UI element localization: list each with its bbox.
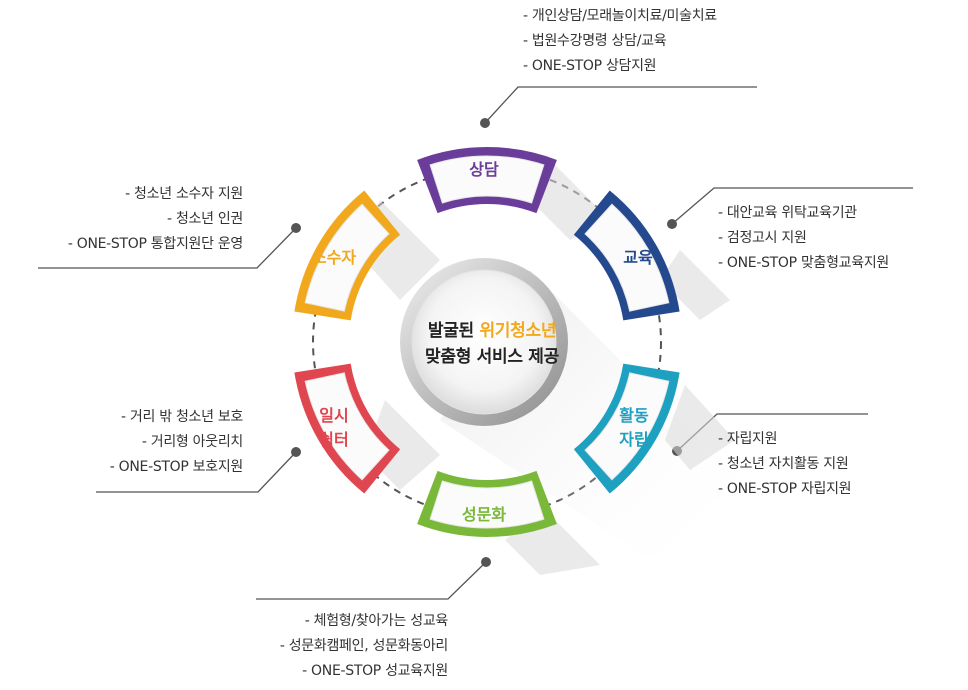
sex-culture-item: - 체험형/찾아가는 성교육: [304, 613, 449, 629]
activity-item: - 청소년 자치활동 지원: [718, 456, 849, 472]
center-line2: 맞춤형 서비스 제공: [425, 347, 559, 367]
connector-shelter: [96, 451, 297, 493]
minority-item: - 청소년 소수자 지원: [125, 186, 243, 202]
segment-sex_culture-face: [429, 480, 545, 529]
connector-sex-culture: [256, 561, 487, 600]
segment-label-sex-culture: 성문화: [461, 505, 507, 524]
segment-label-counsel: 상담: [469, 160, 499, 179]
segment-label-shelter: 일시 쉼터: [274, 404, 394, 452]
sex-culture-item: - 성문화캠페인, 성문화동아리: [279, 638, 448, 654]
minority-item: - ONE-STOP 통합지원단 운영: [67, 236, 243, 252]
segment-label-shelter-line1: 일시: [319, 406, 349, 425]
segment-edu-face: [584, 203, 670, 312]
counsel-item: - 개인상담/모래놀이치료/미술치료: [523, 8, 717, 24]
shelter-item: - ONE-STOP 보호지원: [109, 459, 244, 475]
center-line1-prefix: 발굴된: [427, 321, 480, 341]
segment-label-minority: 소수자: [311, 248, 357, 267]
segment-activity-face: [584, 372, 670, 481]
connector-minority: [38, 227, 297, 269]
text-block-counsel: - 개인상담/모래놀이치료/미술치료 - 법원수강명령 상담/교육 - ONE-…: [523, 4, 717, 79]
text-block-minority: - 청소년 소수자 지원 - 청소년 인권 - ONE-STOP 통합지원단 운…: [68, 182, 243, 257]
segment-label-shelter-line2: 쉼터: [319, 430, 349, 449]
counsel-item: - ONE-STOP 상담지원: [523, 58, 657, 74]
text-block-edu: - 대안교육 위탁교육기관 - 검정고시 지원 - ONE-STOP 맞춤형교육…: [718, 201, 889, 276]
segment-shelter-face: [304, 372, 390, 481]
minority-item: - 청소년 인권: [167, 211, 243, 227]
connector-counsel: [484, 86, 757, 124]
center-line1-highlight: 위기청소년: [479, 321, 557, 341]
connector-lines: [38, 86, 913, 600]
segment-label-activity: 활동 자립: [574, 404, 694, 452]
counsel-item: - 법원수강명령 상담/교육: [523, 33, 667, 49]
edu-item: - 검정고시 지원: [718, 230, 807, 246]
activity-item: - ONE-STOP 자립지원: [718, 481, 852, 497]
segment-counsel-face: [429, 155, 545, 204]
text-block-activity: - 자립지원 - 청소년 자치활동 지원 - ONE-STOP 자립지원: [718, 427, 852, 502]
connector-edu: [671, 187, 913, 225]
segments: [294, 147, 680, 537]
text-block-sex-culture: - 체험형/찾아가는 성교육 - 성문화캠페인, 성문화동아리 - ONE-ST…: [280, 609, 448, 684]
activity-item: - 자립지원: [718, 431, 778, 447]
center-disc: [411, 269, 557, 415]
edu-item: - ONE-STOP 맞춤형교육지원: [718, 255, 890, 271]
segment-minority-face: [304, 203, 390, 312]
segment-label-activity-line2: 자립: [619, 430, 649, 449]
segment-label-activity-line1: 활동: [619, 406, 649, 425]
segment-label-edu: 교육: [623, 248, 653, 267]
text-block-shelter: - 거리 밖 청소년 보호 - 거리형 아웃리치 - ONE-STOP 보호지원: [109, 405, 244, 480]
center-text: 발굴된 위기청소년 맞춤형 서비스 제공: [400, 318, 584, 370]
edu-item: - 대안교육 위탁교육기관: [718, 205, 857, 221]
shelter-item: - 거리 밖 청소년 보호: [121, 409, 243, 425]
sex-culture-item: - ONE-STOP 성교육지원: [302, 663, 448, 679]
shelter-item: - 거리형 아웃리치: [141, 434, 243, 450]
center-line1: 발굴된 위기청소년: [400, 318, 584, 344]
